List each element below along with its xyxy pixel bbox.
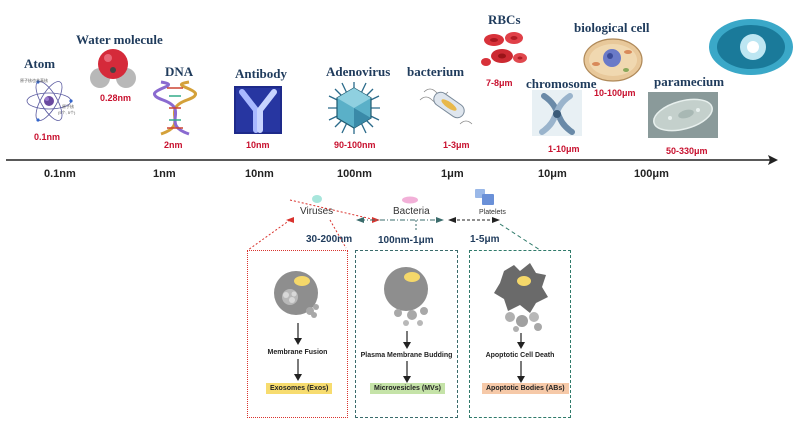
axis-tick-label: 1nm [153,168,176,180]
bacterium-label: bacterium [407,64,465,79]
cell-micrograph-illustration [708,18,794,76]
adenovirus-illustration [328,82,380,134]
antibody-size: 10nm [246,140,270,150]
atom-caption-2: (5个, 5个) [58,110,76,115]
atom-label: Atom [24,56,56,71]
paramecium-illustration [648,92,718,138]
platelets-label: Platelets [479,209,506,216]
biological-cell-illustration [583,38,643,82]
apoptotic-body-pathway-box: Apoptotic Cell Death Apoptotic Bodies (A… [469,250,571,418]
platelets-range: 1-5μm [470,234,500,245]
atom-caption-1: 原子核也非真核 [20,78,48,83]
microvesicle-pathway-box: Plasma Membrane Budding Microvesicles (M… [355,250,458,418]
dna-illustration [153,80,197,136]
biological-cell-size: 10-100μm [594,88,636,98]
virus-icon [312,195,322,203]
apoptotic-cell-death-label: Apoptotic Cell Death [485,352,555,359]
bacterium-illustration [419,88,473,125]
paramecium-label: paramecium [654,74,725,89]
apoptotic-down-arrow [517,333,525,349]
exosome-cell-illustration [274,271,319,318]
axis-tick-label: 10nm [245,168,274,180]
microvesicle-cell-illustration [384,267,428,326]
antibody-label: Antibody [235,66,288,81]
antibody-illustration [234,86,282,134]
bacterium-size: 1-3μm [443,140,470,150]
plasma-membrane-budding-label: Plasma Membrane Budding [360,352,453,359]
exosomes-product-label: Exosomes (Exos) [266,383,333,394]
water-molecule-size: 0.28nm [100,93,132,103]
dna-size: 2nm [164,140,183,150]
apoptotic-bodies-product-label: Apoptotic Bodies (ABs) [482,383,569,394]
bacteria-label: Bacteria [393,206,430,217]
scale-axis [6,155,778,165]
exosome-pathway-box: Membrane Fusion Exosomes (Exos) [247,250,348,418]
chromosome-label: chromosome [526,76,597,91]
atom-illustration [26,80,73,122]
adenovirus-label: Adenovirus [326,64,391,79]
adenovirus-size: 90-100nm [334,140,376,150]
bacteria-icon [402,196,418,204]
platelet-icon [475,189,494,205]
microvesicle-down-arrow-2 [403,361,411,383]
axis-tick-label: 0.1nm [44,168,76,180]
exosome-down-arrow-2 [294,359,302,381]
exosome-down-arrow [294,323,302,345]
biological-cell-label: biological cell [574,20,650,35]
water-molecule-label: Water molecule [76,32,163,47]
chromosome-size: 1-10μm [548,144,580,154]
rbcs-label: RBCs [488,12,521,27]
bacteria-range: 100nm-1μm [378,235,434,246]
category-range-arrows [247,199,541,251]
membrane-fusion-label: Membrane Fusion [267,349,328,356]
paramecium-size: 50-330μm [666,146,708,156]
viruses-label: Viruses [300,206,334,217]
rbcs-illustration [481,32,527,66]
apoptotic-down-arrow-2 [517,361,525,383]
microvesicles-product-label: Microvesicles (MVs) [370,383,445,394]
rbcs-size: 7-8μm [486,78,513,88]
water-molecule-illustration [90,49,136,88]
viruses-range: 30-200nm [306,234,353,245]
axis-tick-label: 10μm [538,168,567,180]
atom-caption-3: 原子核 [62,104,74,109]
axis-tick-label: 1μm [441,168,464,180]
atom-size: 0.1nm [34,132,61,142]
apoptotic-cell-illustration [494,263,548,332]
axis-tick-label: 100nm [337,168,372,180]
dna-label: DNA [165,64,194,79]
microvesicle-down-arrow [403,331,411,349]
axis-tick-label: 100μm [634,168,669,180]
chromosome-illustration [532,90,582,136]
